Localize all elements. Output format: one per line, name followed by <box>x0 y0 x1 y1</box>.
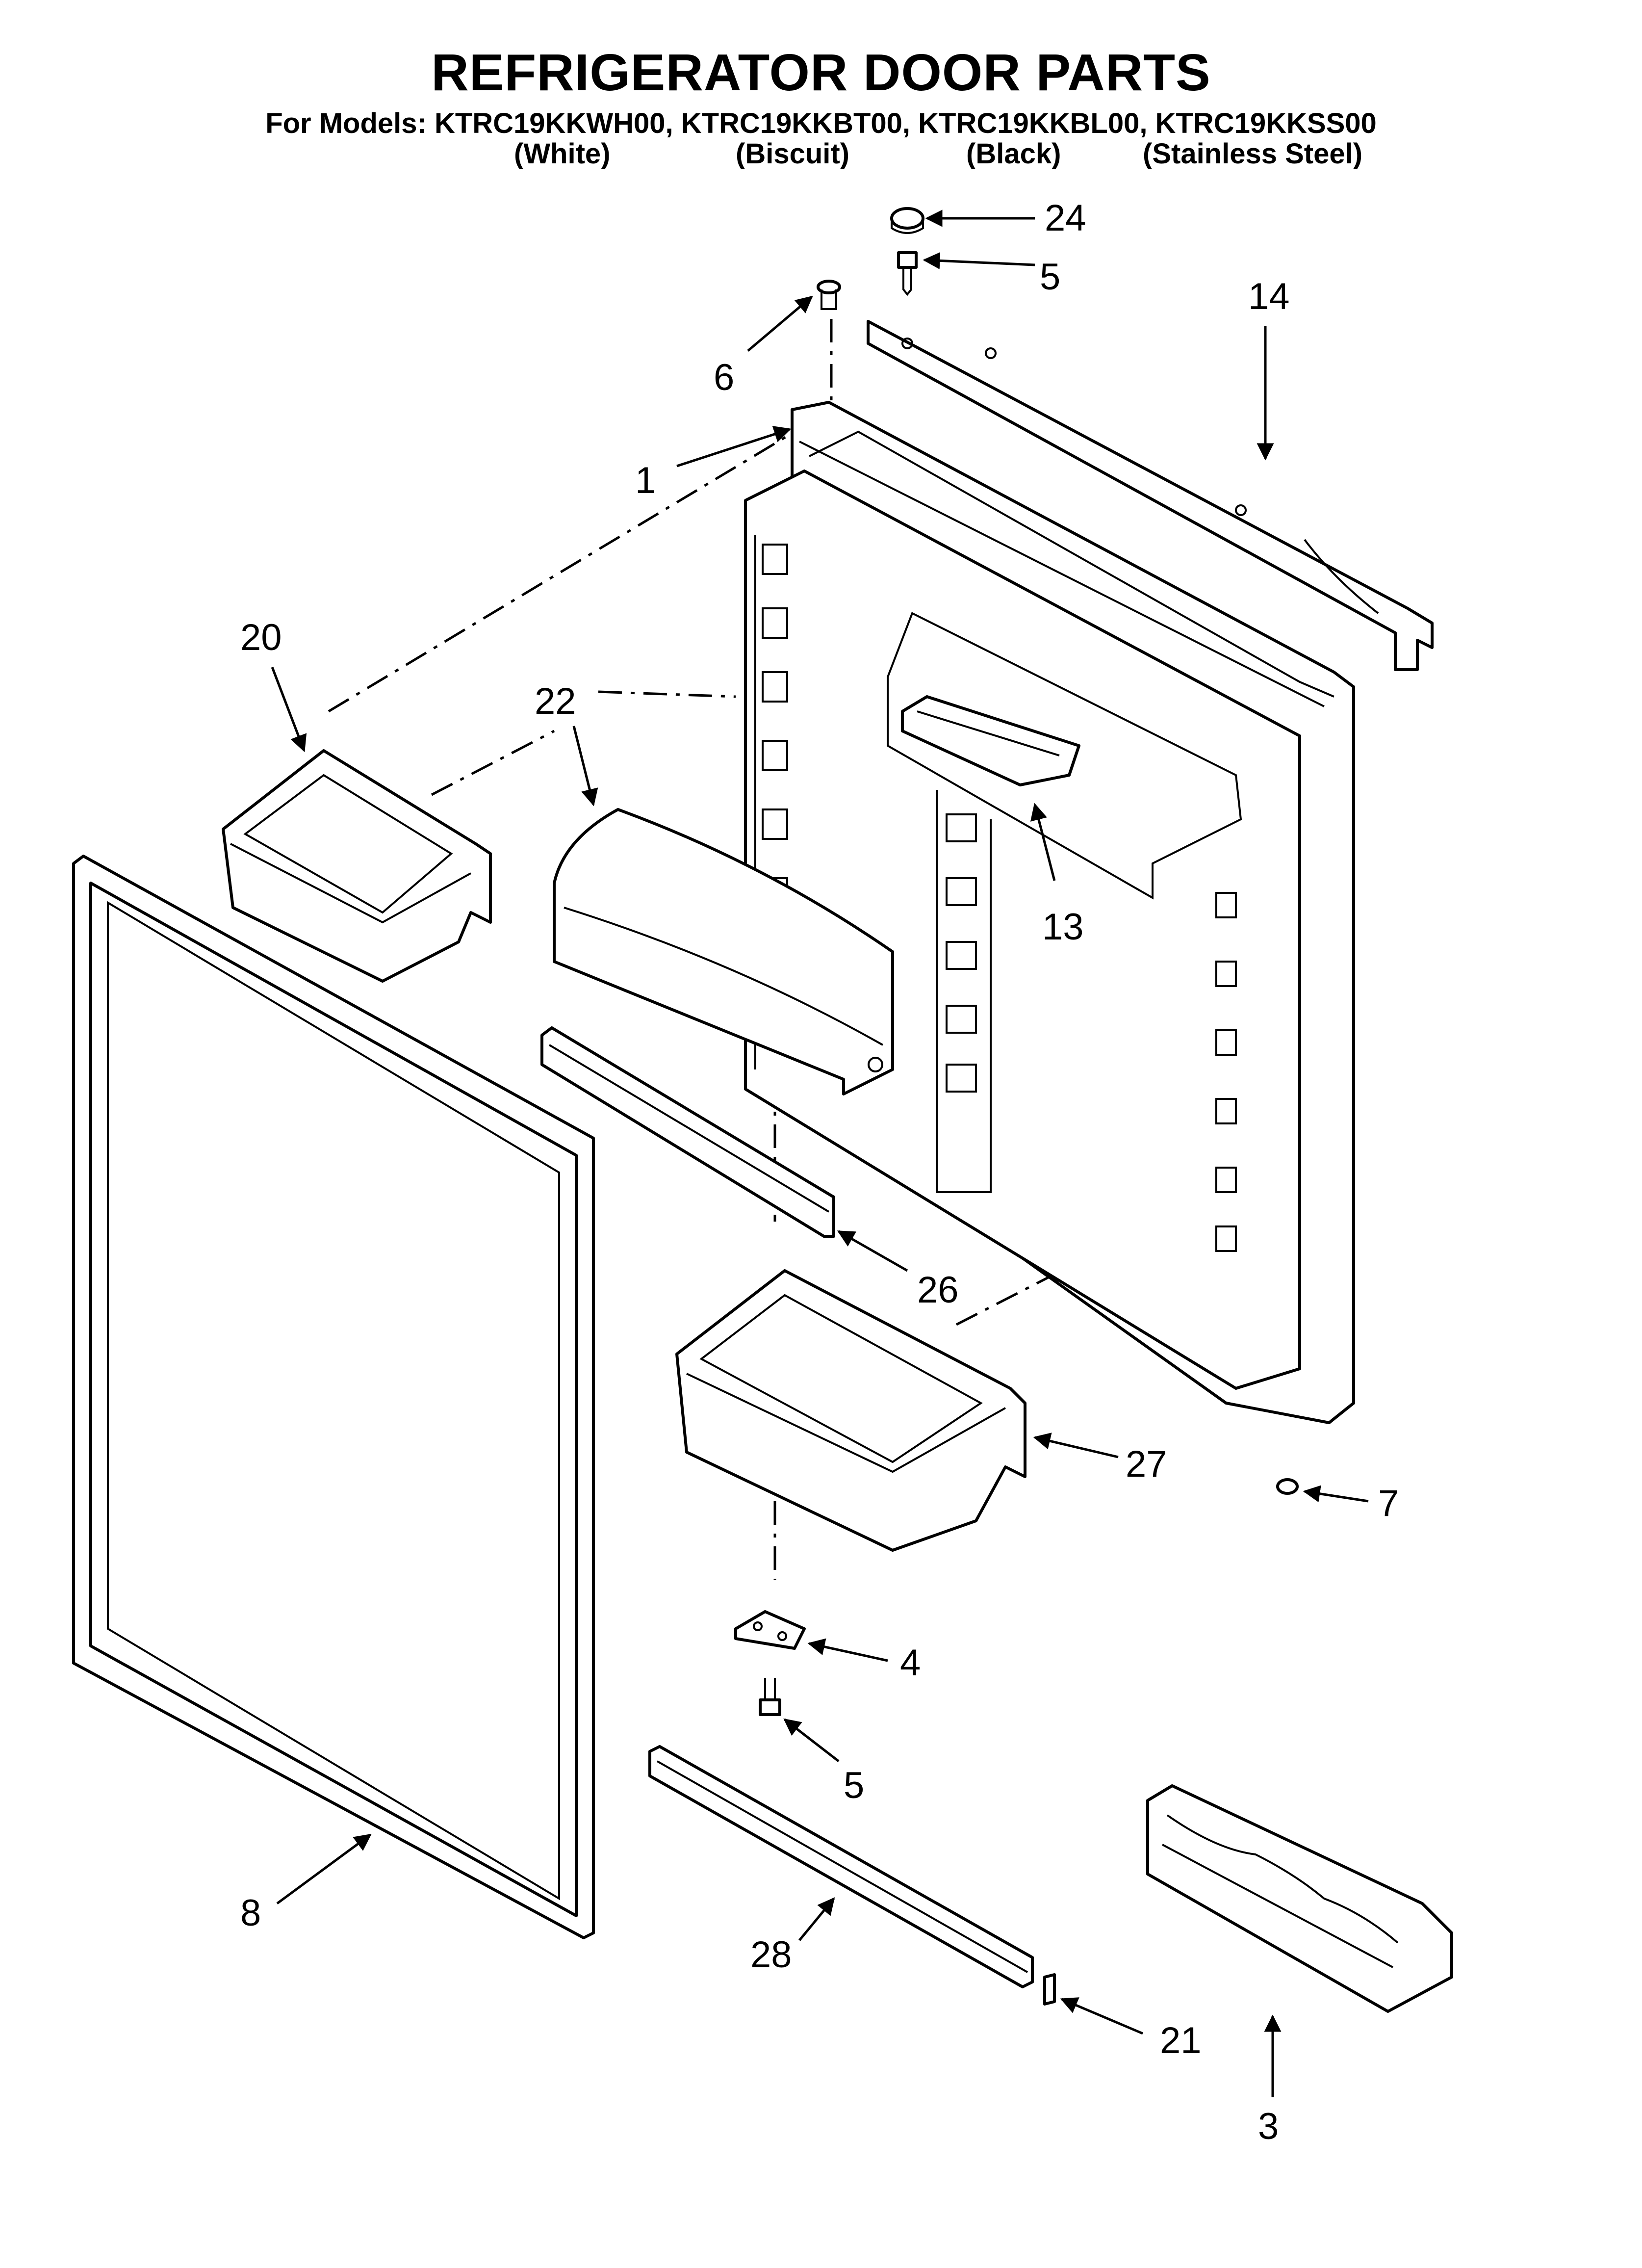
callout-3: 3 <box>1258 2106 1279 2147</box>
door-liner-part <box>744 401 1355 1424</box>
screw-part-bottom <box>759 1678 781 1716</box>
callout-5-bottom: 5 <box>844 1765 864 1806</box>
callout-22: 22 <box>535 680 576 722</box>
callout-24: 24 <box>1045 197 1086 239</box>
callout-28: 28 <box>750 1934 792 1976</box>
callout-20: 20 <box>240 617 282 658</box>
door-trim-strip-part <box>540 1026 835 1238</box>
color-white: (White) <box>514 138 611 170</box>
callout-6: 6 <box>714 357 734 398</box>
models-line: For Models: KTRC19KKWH00, KTRC19KKBT00, … <box>265 107 1377 139</box>
callout-13: 13 <box>1042 906 1084 948</box>
bottom-trim-part <box>648 1745 1034 1988</box>
door-gasket-part <box>72 855 595 1939</box>
callout-5-top: 5 <box>1040 256 1060 298</box>
dairy-door-part <box>553 808 894 1095</box>
callout-14: 14 <box>1248 276 1290 317</box>
color-stainless-steel: (Stainless Steel) <box>1143 138 1363 170</box>
callout-7: 7 <box>1378 1483 1399 1524</box>
leader-lines <box>271 209 1369 2097</box>
callout-numbers: 24 5 14 6 1 20 22 13 26 27 7 4 5 8 28 21… <box>240 197 1399 2147</box>
trim-end-cap-part <box>1043 1973 1056 2006</box>
screw-part-top <box>897 251 918 296</box>
callout-27: 27 <box>1126 1443 1167 1485</box>
dairy-tray-part <box>901 695 1080 786</box>
callout-26: 26 <box>917 1269 959 1311</box>
callout-4: 4 <box>900 1642 921 1684</box>
callout-1: 1 <box>635 460 656 501</box>
hinge-bracket-part <box>734 1610 806 1650</box>
upper-door-bin-part <box>222 749 492 983</box>
door-stop-part <box>1276 1478 1299 1495</box>
lower-door-bin-part <box>675 1269 1026 1552</box>
callout-8: 8 <box>240 1892 261 1934</box>
color-biscuit: (Biscuit) <box>736 138 849 170</box>
egg-tray-part <box>1146 1784 1453 2013</box>
hinge-cap-part <box>890 207 924 234</box>
door-cap-part <box>867 320 1434 671</box>
color-black: (Black) <box>966 138 1061 170</box>
callout-21: 21 <box>1160 2020 1202 2061</box>
hinge-pin-part <box>817 280 841 310</box>
page-title: REFRIGERATOR DOOR PARTS <box>431 44 1211 102</box>
